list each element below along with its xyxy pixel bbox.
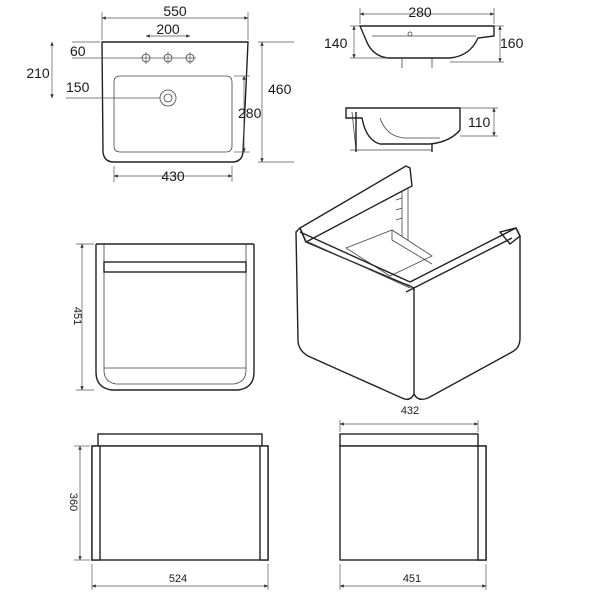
dim-label-150: 150 — [66, 79, 90, 95]
tap-holes — [140, 52, 196, 64]
basin-section-view: 110 — [345, 107, 498, 152]
front-elev-right-edge — [259, 445, 269, 561]
unit-front-carcass — [95, 244, 255, 391]
dim-label-280: 280 — [238, 105, 262, 121]
iso-back-panel — [299, 165, 413, 243]
basin-plan-view: 550 200 60 210 150 460 280 430 — [26, 3, 294, 184]
iso-inner-floor — [345, 229, 433, 277]
basin-side-outline — [358, 25, 495, 59]
dim-label-140: 140 — [324, 35, 348, 51]
dim-label-210: 210 — [26, 65, 50, 81]
side-elev-body — [339, 445, 487, 561]
basin-section-bowl — [379, 117, 440, 139]
dim-label-430: 430 — [161, 168, 185, 184]
dim-label-451: 451 — [71, 307, 83, 325]
unit-side-elevation: 432 451 — [339, 405, 487, 590]
dim-label-432: 432 — [401, 405, 419, 417]
dim-label-160: 160 — [500, 35, 524, 51]
waste-outlet-inner — [163, 93, 173, 103]
basin-side-tap — [407, 31, 413, 37]
iso-side-top-edge — [405, 237, 513, 293]
dim-label-550: 550 — [163, 3, 187, 19]
dim-label-460: 460 — [268, 81, 292, 97]
dim-label-200: 200 — [156, 21, 180, 37]
basin-section-outline — [345, 107, 461, 145]
unit-front-shelf — [103, 261, 247, 273]
basin-side-view: 280 140 160 — [324, 4, 524, 68]
iso-side-panel — [409, 227, 521, 401]
waste-outlet-outer — [159, 89, 177, 107]
dim-label-524: 524 — [169, 573, 187, 585]
basin-bowl — [113, 75, 233, 153]
iso-front-panel — [295, 226, 415, 401]
unit-front-elevation: 360 524 — [67, 433, 269, 590]
dim-label-side-280: 280 — [408, 4, 432, 20]
iso-front-top-edge — [299, 231, 411, 283]
dim-label-110: 110 — [468, 114, 491, 130]
dim-label-360: 360 — [67, 493, 79, 511]
side-elev-door — [477, 445, 487, 561]
dim-label-side-451: 451 — [403, 573, 421, 585]
unit-isometric-view — [295, 165, 521, 401]
basin-plan-outline — [101, 41, 249, 163]
front-elev-body — [91, 445, 269, 561]
front-elev-top — [97, 433, 263, 447]
unit-front-inner — [103, 244, 247, 385]
unit-front-open-view: 451 — [71, 243, 255, 391]
front-elev-left-edge — [91, 445, 101, 561]
side-elev-top — [339, 433, 479, 447]
dim-label-60: 60 — [70, 43, 86, 59]
